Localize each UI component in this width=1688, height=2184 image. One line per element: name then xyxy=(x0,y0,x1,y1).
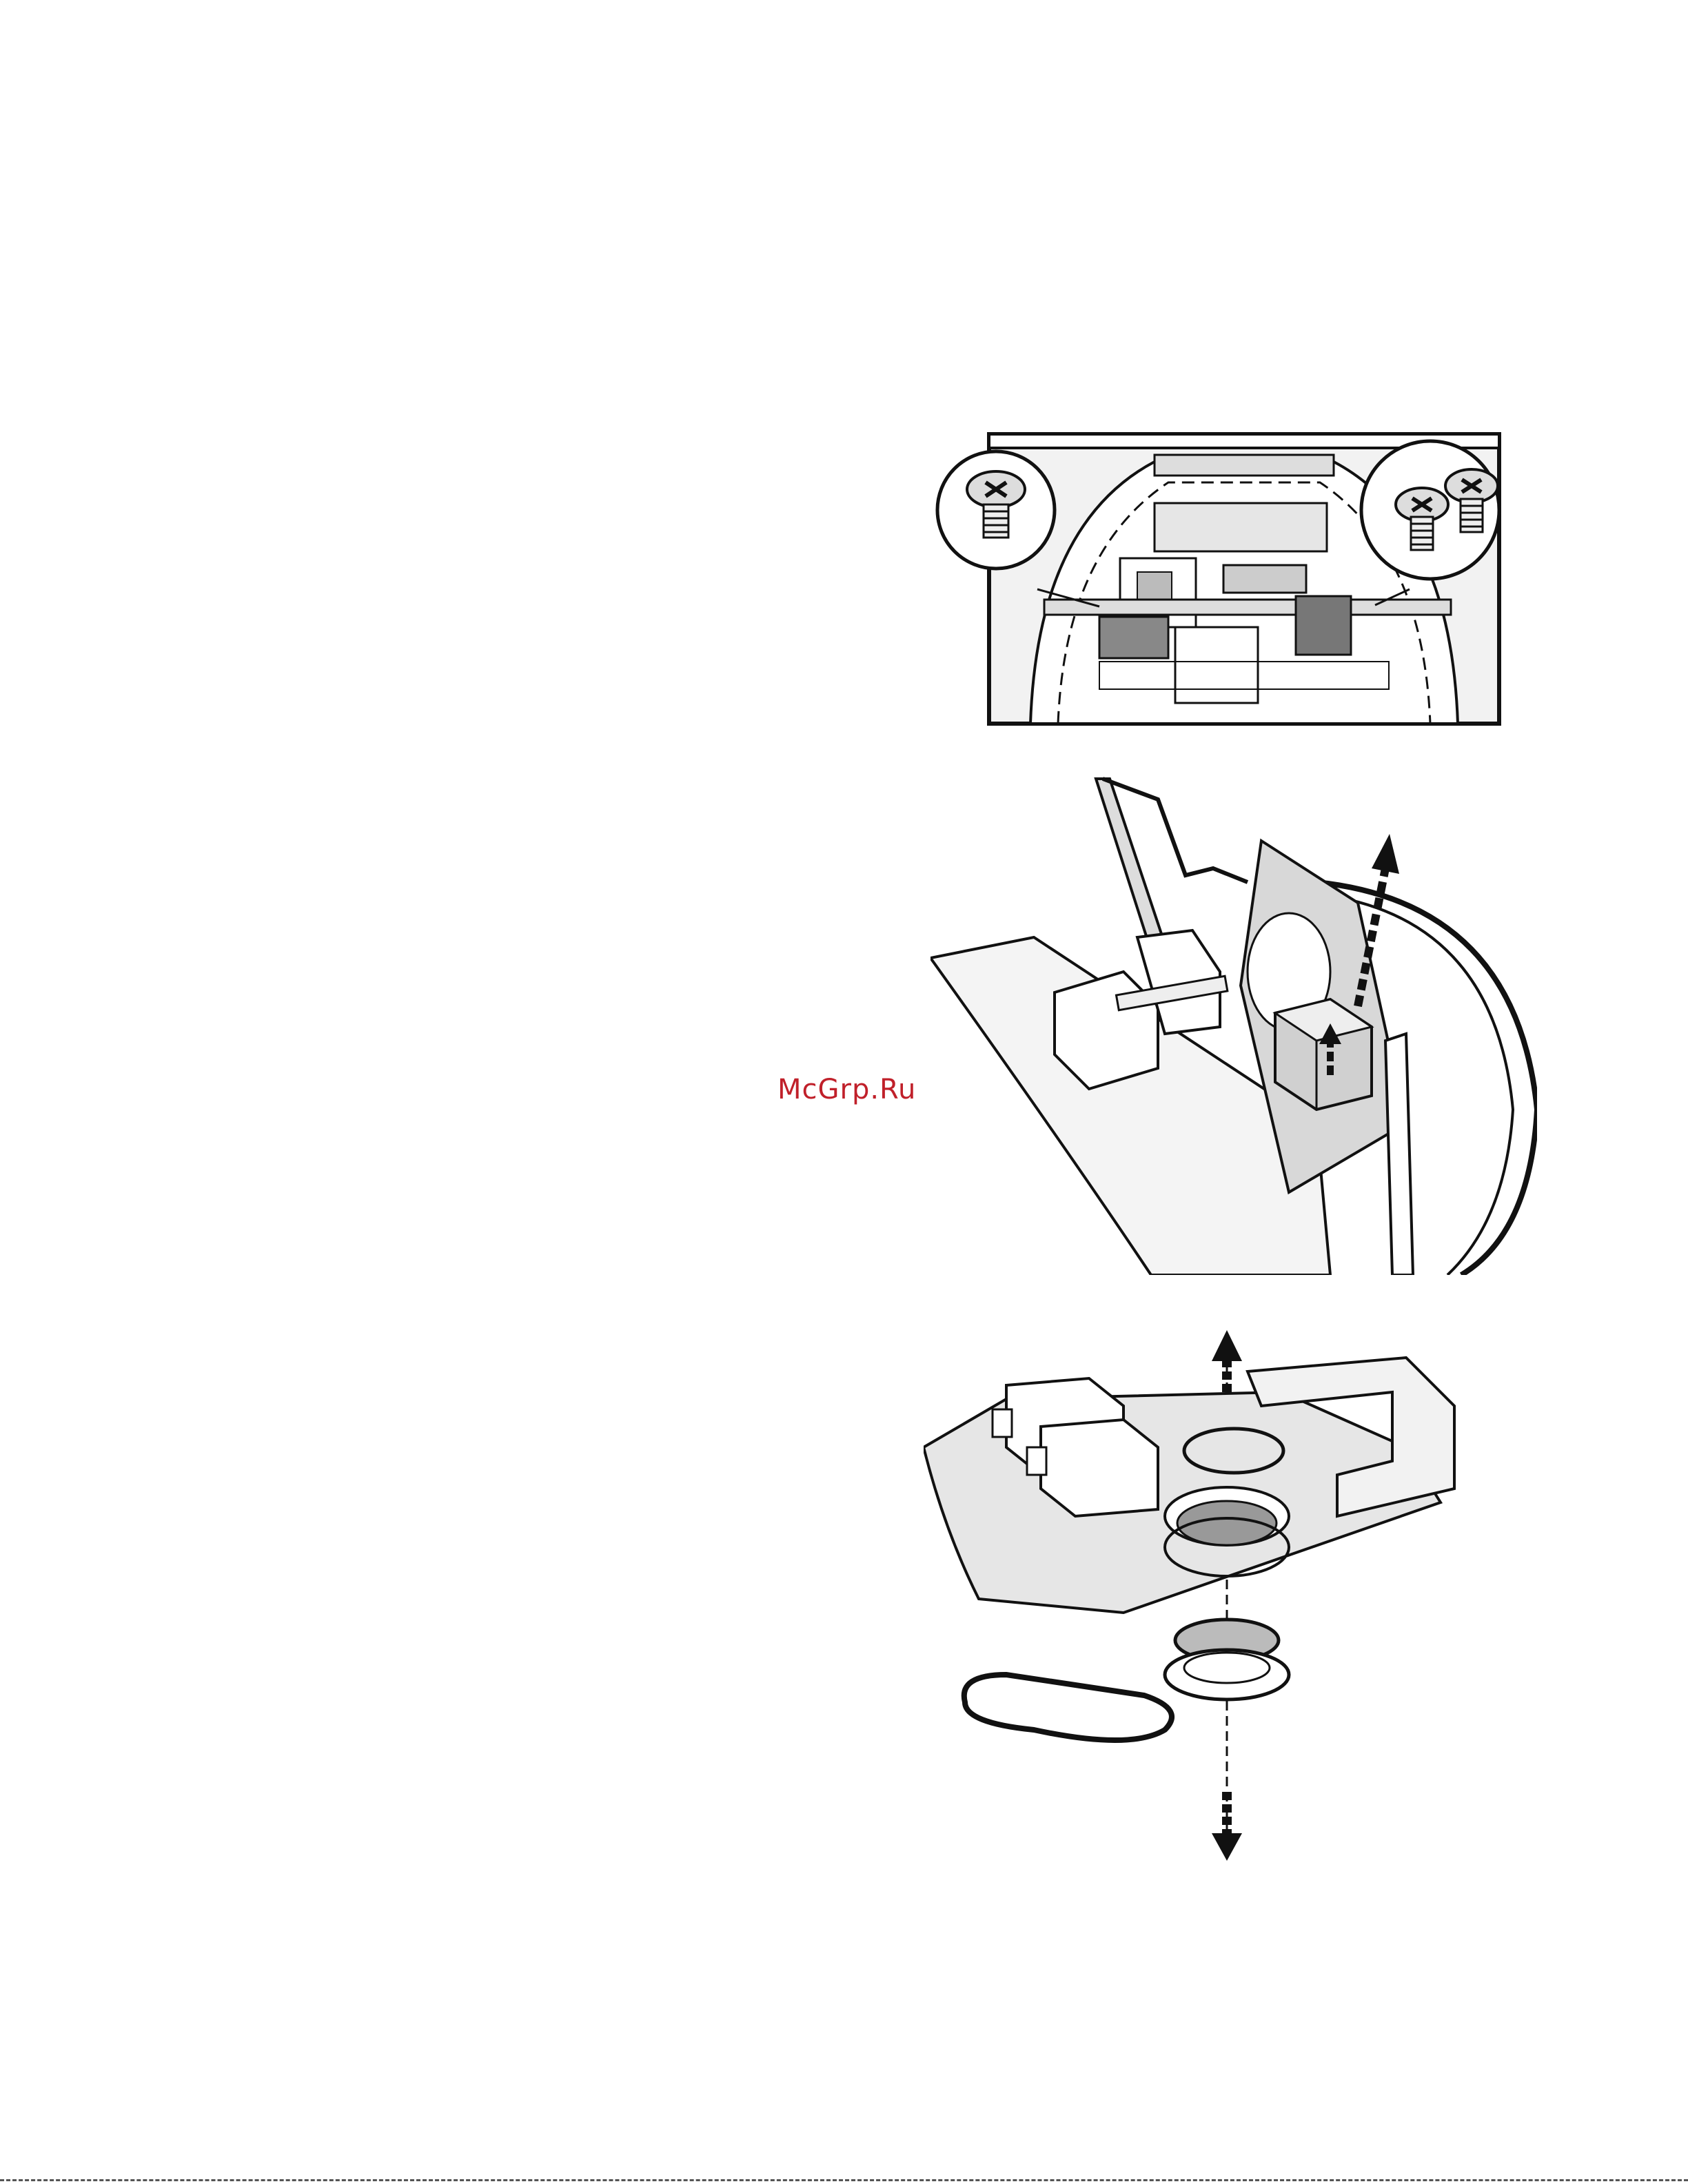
figure-exploded-bearing xyxy=(924,1309,1544,1875)
watermark: McGrp.Ru xyxy=(777,1074,916,1105)
figure-screws-removal xyxy=(927,427,1506,731)
figure-module-lift xyxy=(931,765,1537,1275)
page-divider xyxy=(0,2179,1688,2181)
up-arrow-icon xyxy=(1358,834,1399,1006)
